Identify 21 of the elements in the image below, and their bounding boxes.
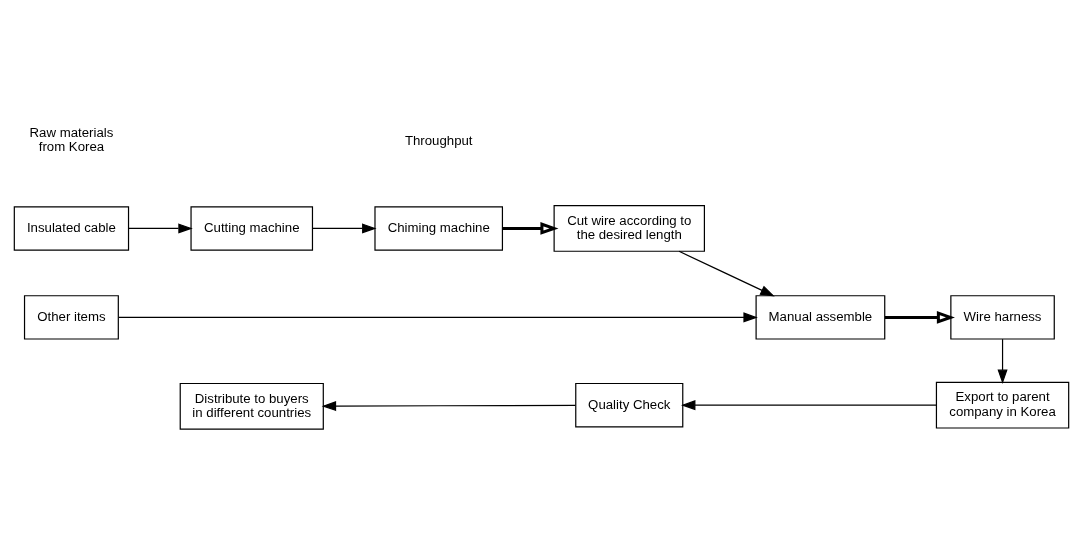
node-box: Wire harness bbox=[950, 295, 1055, 340]
node-box: Distribute to buyers in different countries bbox=[179, 382, 324, 430]
node-box: Chiming machine bbox=[374, 206, 504, 251]
arrow bbox=[118, 312, 758, 323]
node-box: Export to parent company in Korea bbox=[935, 381, 1070, 429]
label: Throughput bbox=[404, 133, 473, 149]
arrow bbox=[312, 223, 377, 234]
arrow bbox=[502, 222, 559, 235]
arrow bbox=[128, 223, 193, 234]
node-box: Insulated cable bbox=[13, 206, 130, 251]
node-box: Cut wire according to the desired length bbox=[553, 204, 705, 252]
arrow bbox=[997, 338, 1008, 384]
node-box: Cutting machine bbox=[190, 206, 314, 251]
arrow bbox=[678, 250, 775, 297]
node-box: Quality Check bbox=[575, 382, 684, 428]
arrow bbox=[321, 401, 576, 412]
label: Raw materials from Korea bbox=[29, 124, 114, 155]
arrow bbox=[681, 400, 937, 411]
node-box: Manual assemble bbox=[755, 295, 886, 340]
arrow bbox=[885, 311, 955, 324]
node-box: Other items bbox=[23, 295, 119, 340]
